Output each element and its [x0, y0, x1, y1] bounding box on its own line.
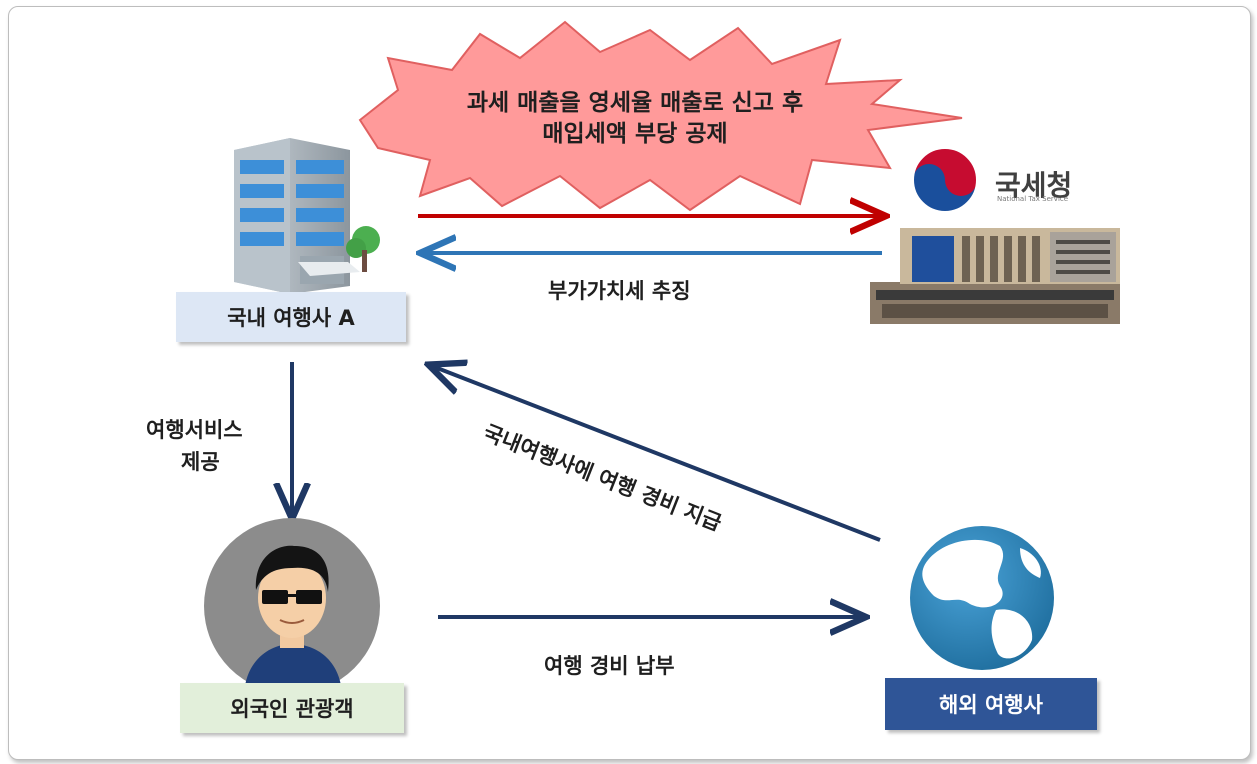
office-building-icon	[234, 138, 380, 294]
node-domestic-agency-a: 국내 여행사 A	[176, 292, 406, 342]
nts-taegeuk-logo-icon	[912, 147, 978, 213]
warning-burst	[358, 20, 963, 212]
arrow-expense-to-domestic	[432, 366, 881, 542]
globe-icon	[910, 526, 1054, 670]
node-foreign-tourist: 외국인 관광객	[180, 683, 404, 733]
label-vat-collection: 부가가치세 추징	[548, 279, 691, 303]
label-expense-payment: 여행 경비 납부	[544, 654, 675, 678]
burst-line-2: 매입세액 부당 공제	[542, 121, 728, 147]
nts-logo-subtext: National Tax Service	[997, 195, 1069, 203]
tourist-avatar-icon	[204, 518, 380, 694]
node-overseas-agency: 해외 여행사	[885, 678, 1097, 730]
nts-logo-text: 국세청	[995, 169, 1073, 202]
label-service-line-1: 여행서비스	[146, 418, 243, 442]
nts-building-image	[870, 228, 1120, 324]
burst-text: 과세 매출을 영세율 매출로 신고 후 매입세액 부당 공제	[400, 88, 870, 150]
label-service-line-2: 제공	[181, 450, 220, 474]
burst-line-1: 과세 매출을 영세율 매출로 신고 후	[466, 90, 804, 116]
